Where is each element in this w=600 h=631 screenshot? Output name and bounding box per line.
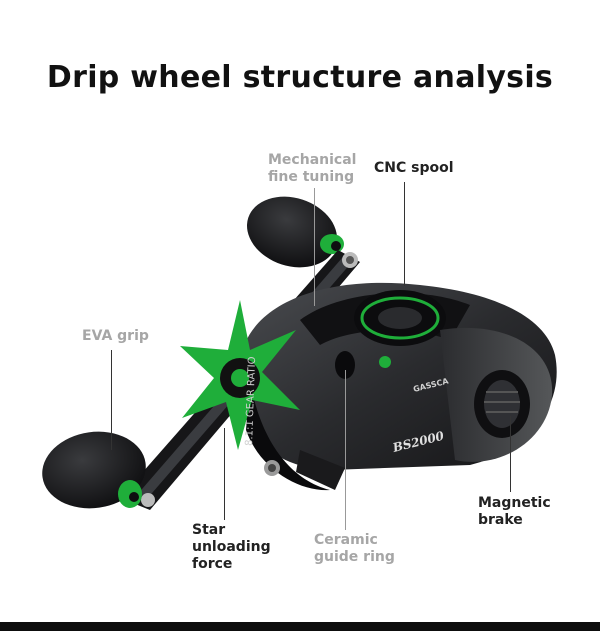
eva-grip-line [111, 350, 112, 450]
gear-ratio-text: 8.1:1 GEAR RATIO [244, 356, 258, 446]
label-magnetic-brake: Magnetic brake [478, 495, 551, 529]
mechanical-line [314, 188, 315, 306]
label-magnetic-line2: brake [478, 512, 523, 528]
label-mechanical-line2: fine tuning [268, 169, 355, 185]
label-eva-grip: EVA grip [82, 328, 149, 344]
ceramic-line [345, 370, 346, 530]
label-mechanical-fine-tuning: Mechanical fine tuning [268, 152, 356, 186]
bottom-bar [0, 622, 600, 631]
label-star-line1: Star [192, 522, 226, 538]
reel-body [238, 282, 557, 491]
label-ceramic-guide-ring: Ceramic guide ring [314, 532, 395, 566]
star-line [224, 428, 225, 520]
label-magnetic-line1: Magnetic [478, 495, 551, 511]
star-drag [180, 300, 300, 450]
label-ceramic-line2: guide ring [314, 549, 395, 565]
label-mechanical-line1: Mechanical [268, 152, 357, 168]
label-ceramic-line1: Ceramic [314, 532, 378, 548]
cnc-spool-line [404, 182, 405, 286]
magnetic-brake-line [510, 416, 511, 492]
label-star-line2: unloading [192, 539, 271, 555]
page-title: Drip wheel structure analysis [46, 60, 554, 95]
label-star-line3: force [192, 556, 233, 572]
label-star-unloading-force: Star unloading force [192, 522, 271, 573]
label-cnc-spool: CNC spool [374, 160, 454, 176]
lower-handle-knob [42, 431, 146, 509]
